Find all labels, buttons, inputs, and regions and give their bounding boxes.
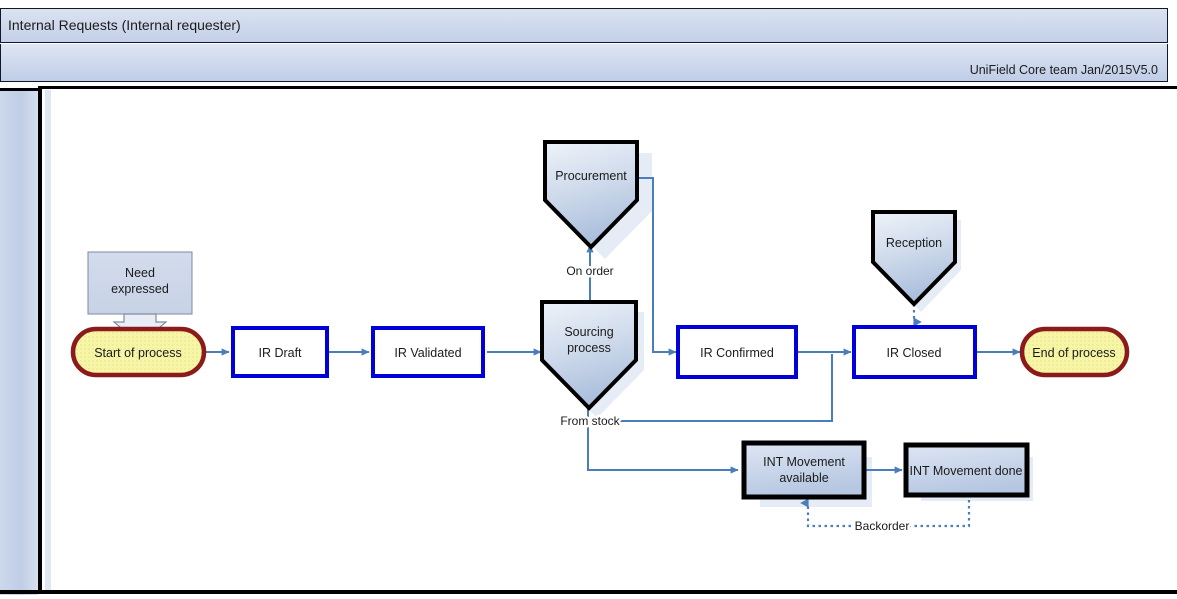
version-bar: UniField Core team Jan/2015V5.0 [0,44,1168,82]
page-title: Internal Requests (Internal requester) [8,17,241,33]
canvas-bottom-border [0,590,1177,594]
left-divider-rule [38,86,42,592]
left-side-band [0,88,38,595]
version-note: UniField Core team Jan/2015V5.0 [969,63,1158,77]
canvas-top-border [42,86,1177,89]
canvas-shadow-strip [45,90,51,590]
diagram-canvas [51,90,1170,590]
title-bar: Internal Requests (Internal requester) [0,8,1168,43]
